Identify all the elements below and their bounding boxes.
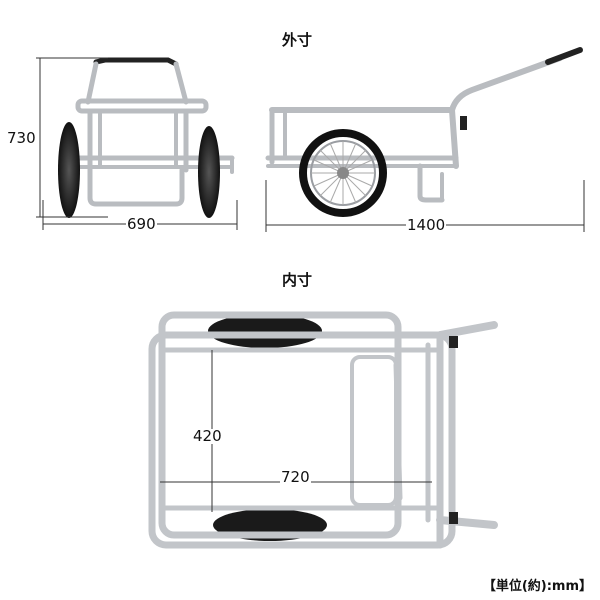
outer-length-label: 1400 xyxy=(406,216,447,234)
inner-length-label: 720 xyxy=(280,468,311,486)
inner-dimensions-title: 内寸 xyxy=(282,271,313,289)
top-view xyxy=(148,311,498,549)
inner-depth-label: 420 xyxy=(192,427,223,445)
front-right-tire xyxy=(198,126,220,218)
outer-dimensions-title: 外寸 xyxy=(282,31,313,49)
top-tire-upper xyxy=(208,314,322,348)
unit-note: 【単位(約):mm】 xyxy=(482,579,592,594)
outer-height-label: 730 xyxy=(6,129,37,147)
outer-width-label: 690 xyxy=(126,215,157,233)
side-wheel xyxy=(299,129,387,217)
side-hitch-block xyxy=(460,116,467,130)
side-view xyxy=(265,47,583,203)
front-left-tire xyxy=(58,122,80,218)
